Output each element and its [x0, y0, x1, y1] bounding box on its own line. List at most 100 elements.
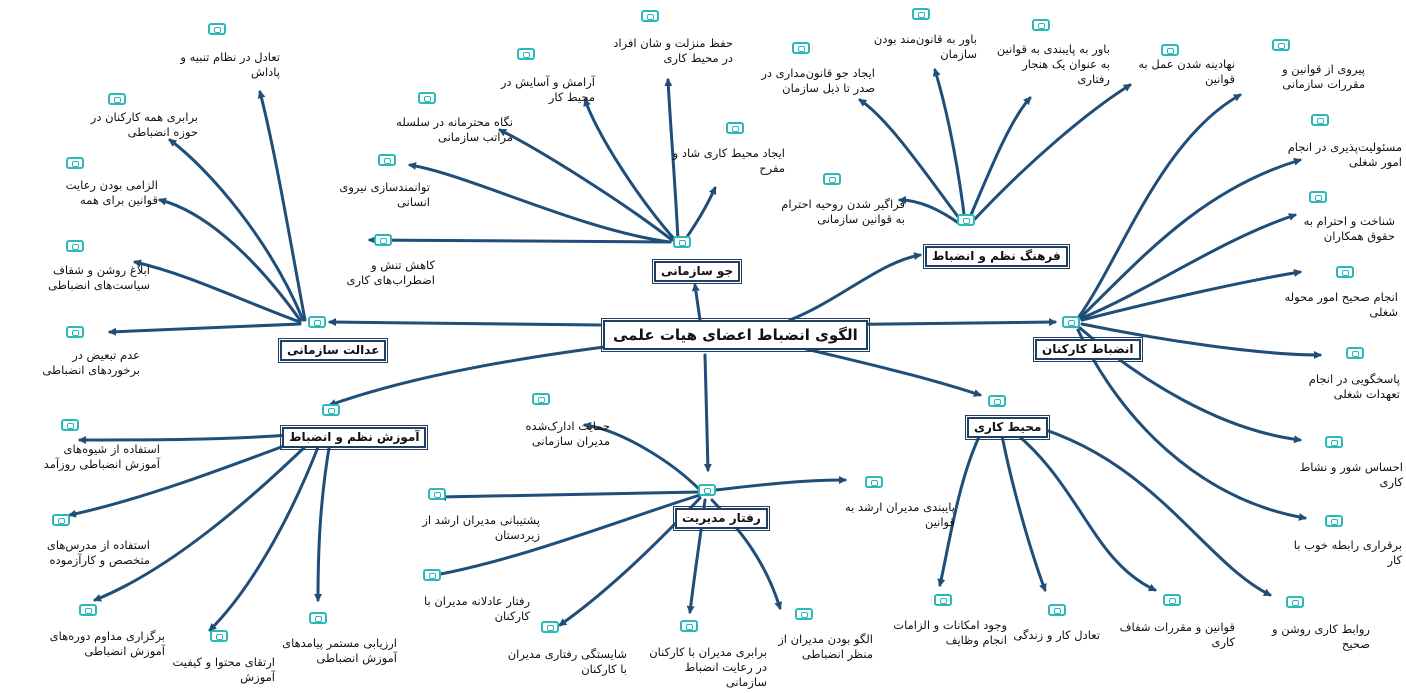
- link-negah: [498, 128, 674, 242]
- leaf-kahesh: کاهش تنش و اضطراب‌های کاری: [346, 258, 435, 287]
- link-faragir: [898, 196, 962, 226]
- branch-edalat: عدالت سازمانی: [277, 338, 389, 363]
- leaf-ehsas: احساس شور و نشاط کاری: [1299, 460, 1403, 489]
- link-masooliat: [1078, 157, 1302, 320]
- note-icon: [1309, 191, 1327, 203]
- link-hefz: [664, 78, 680, 242]
- link-ghavanin: [1003, 423, 1157, 592]
- leaf-ghavanin-shafaf: قوانین و مقررات شفاف کاری: [1119, 620, 1235, 649]
- note-icon: [428, 488, 446, 500]
- note-icon: [308, 316, 326, 328]
- leaf-paybandi-modiran: پایبندی مدیران ارشد به قوانین: [844, 500, 955, 529]
- leaf-hemayat: حمایت ادارک‌شده مدیران سازمانی: [525, 419, 610, 448]
- link-shenakht: [1080, 213, 1297, 320]
- note-icon: [988, 395, 1006, 407]
- note-icon: [517, 48, 535, 60]
- note-icon: [423, 569, 441, 581]
- note-icon: [641, 10, 659, 22]
- link-nahadine: [970, 83, 1132, 224]
- note-icon: [309, 612, 327, 624]
- link-arzyabi: [314, 440, 332, 602]
- branch-karkonan: انضباط کارکنان: [1033, 337, 1143, 362]
- link-root-mohit: [788, 343, 982, 397]
- note-icon: [1311, 114, 1329, 126]
- branch-farhang: فرهنگ نظم و انضباط: [923, 244, 1070, 269]
- note-icon: [61, 419, 79, 431]
- note-icon: [1163, 594, 1181, 606]
- note-icon: [541, 621, 559, 633]
- link-shive: [78, 433, 292, 444]
- link-adam: [108, 322, 302, 336]
- link-ijad-jav: [858, 98, 964, 224]
- link-anjam: [1080, 268, 1302, 322]
- note-icon: [957, 214, 975, 226]
- note-icon: [208, 23, 226, 35]
- note-icon: [322, 404, 340, 416]
- note-icon: [823, 173, 841, 185]
- note-icon: [1286, 596, 1304, 608]
- note-icon: [1325, 436, 1343, 448]
- link-root-amoozesh: [328, 343, 622, 407]
- link-bargharari: [1076, 328, 1307, 521]
- root-node: الگوی انضباط اعضای هیات علمی: [601, 318, 870, 352]
- note-icon: [1336, 266, 1354, 278]
- note-icon: [698, 484, 716, 496]
- leaf-raftar-adelane: رفتار عادلانه مدیران با کارکنان: [423, 594, 530, 623]
- link-poshtibani: [438, 490, 702, 501]
- link-elzami: [158, 197, 302, 322]
- note-icon: [1161, 44, 1179, 56]
- link-root-farhang: [788, 252, 922, 322]
- branch-raftar: رفتار مدیریت: [673, 506, 770, 531]
- leaf-estefade-modares: استفاده از مدرس‌های متخصص و کارآزموده: [46, 538, 150, 567]
- note-icon: [418, 92, 436, 104]
- note-icon: [79, 604, 97, 616]
- leaf-tavanmand: توانمندسازی نیروی انسانی: [339, 180, 430, 209]
- leaf-tadol-tanbih: تعادل در نظام تنبیه و پاداش: [180, 50, 280, 79]
- link-bavar-ghanoon: [932, 68, 967, 224]
- leaf-masooliat: مسئولیت‌پذیری در انجام امور شغلی: [1287, 140, 1402, 169]
- note-icon: [210, 630, 228, 642]
- leaf-tadol-kar: تعادل کار و زندگی: [1013, 628, 1100, 642]
- link-pasokh: [1080, 322, 1322, 359]
- link-ijad-shad: [683, 186, 717, 242]
- leaf-ijad-shad: ایجاد محیط کاری شاد و مفرح: [672, 146, 785, 175]
- leaf-nahadine: نهادینه شدن عمل به قوانین: [1138, 57, 1235, 86]
- branch-amoozesh: آموزش نظم و انضباط: [279, 425, 429, 450]
- branch-jav: جو سازمانی: [651, 259, 743, 284]
- link-bavar-paybandi: [966, 96, 1032, 224]
- leaf-bargharari: برقراری رابطه خوب با کار: [1293, 538, 1402, 567]
- note-icon: [1325, 515, 1343, 527]
- note-icon: [378, 154, 396, 166]
- note-icon: [1272, 39, 1290, 51]
- leaf-peyrovi: پیروی از قوانین و مقررات سازمانی: [1282, 62, 1365, 91]
- leaf-vojood: وجود امکانات و الزامات انجام وظایف: [893, 618, 1007, 647]
- leaf-barabari-modiran: برابری مدیران با کارکنان در رعایت انضباط…: [649, 645, 767, 689]
- leaf-ijad-jav: ایجاد جو قانون‌مداری در صدر تا ذیل سازما…: [761, 66, 875, 95]
- leaf-arzyabi: ارزیابی مستمر پیامدهای آموزش انضباطی: [282, 636, 397, 665]
- link-root-jav: [691, 283, 702, 322]
- link-root-edalat: [328, 318, 602, 327]
- link-tavanmand: [408, 162, 672, 244]
- note-icon: [66, 240, 84, 252]
- note-icon: [108, 93, 126, 105]
- leaf-bavar-paybandi: باور به پایبندی به قوانین به عنوان یک هن…: [996, 42, 1110, 86]
- leaf-olgoo: الگو بودن مدیران از منظر انضباطی: [778, 632, 873, 661]
- leaf-adam-tabiz: عدم تبعیض در برخوردهای انضباطی: [42, 348, 140, 377]
- leaf-ertegha: ارتقای محتوا و کیفیت آموزش: [172, 655, 275, 684]
- leaf-estefade-shive: استفاده از شیوه‌های آموزش انضباطی روزآمد: [43, 442, 160, 471]
- link-root-raftar: [703, 353, 712, 472]
- note-icon: [1062, 316, 1080, 328]
- leaf-anjam: انجام صحیح امور محوله شغلی: [1284, 290, 1398, 319]
- link-bargozari: [93, 440, 312, 602]
- branch-mohit: محیط کاری: [964, 415, 1051, 440]
- link-modares: [68, 438, 302, 518]
- link-ravabet: [1008, 418, 1272, 597]
- link-aramesh: [583, 98, 677, 242]
- link-hemayat: [583, 421, 702, 492]
- leaf-hefz: حفظ منزلت و شان افراد در محیط کاری: [613, 36, 733, 65]
- note-icon: [934, 594, 952, 606]
- note-icon: [66, 157, 84, 169]
- note-icon: [726, 122, 744, 134]
